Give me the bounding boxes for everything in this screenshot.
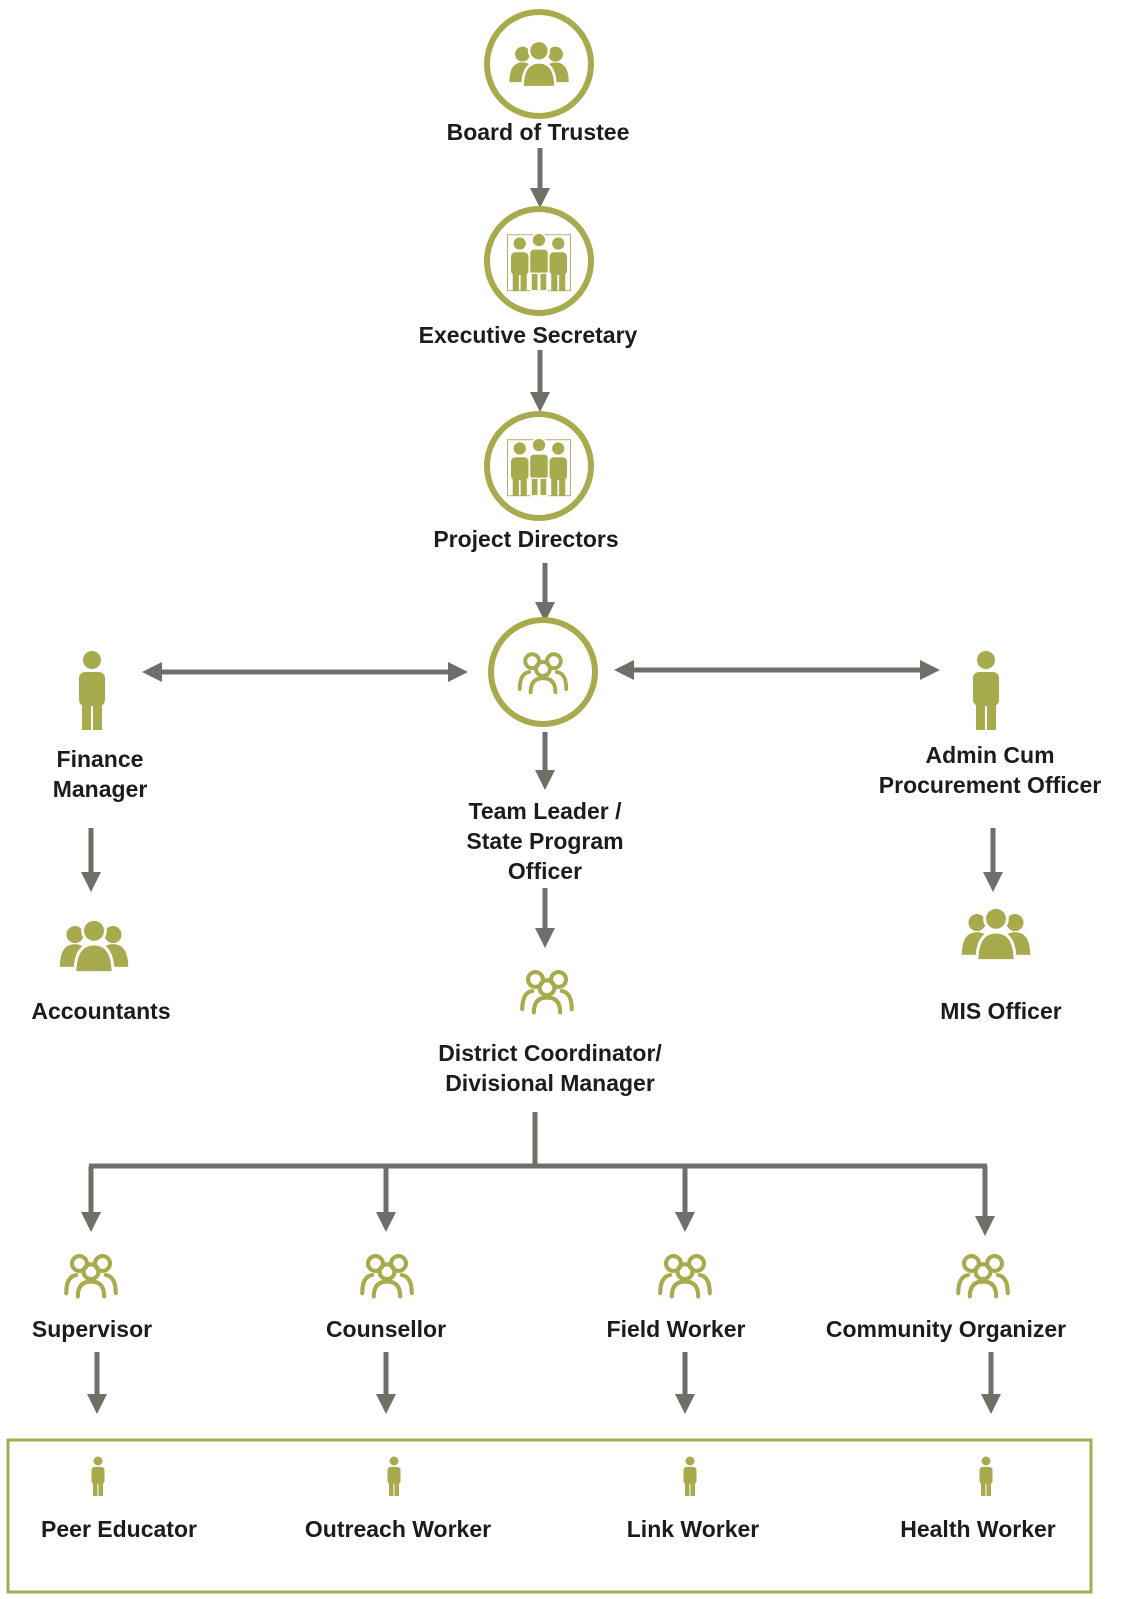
label-mis-officer: MIS Officer — [940, 998, 1062, 1024]
label-finance-manager-line2: Manager — [52, 776, 148, 802]
label-finance-manager: Finance Manager — [10, 744, 190, 804]
person-icon — [79, 651, 105, 730]
outline-group-icon — [660, 1256, 710, 1296]
person-icon — [387, 1456, 401, 1496]
label-district-coordinator: District Coordinator/ Divisional Manager — [400, 1038, 700, 1098]
person-icon — [683, 1456, 697, 1496]
label-team-leader: Team Leader / State Program Officer — [430, 796, 660, 886]
team-leader-icon-ring — [488, 617, 598, 727]
label-community-organizer: Community Organizer — [825, 1316, 1067, 1342]
label-district-coordinator-line1: District Coordinator/ — [438, 1040, 662, 1066]
label-peer-educator: Peer Educator — [41, 1516, 197, 1542]
person-icon — [979, 1456, 993, 1496]
label-team-leader-line3: Officer — [507, 858, 583, 884]
group-icon — [58, 917, 130, 975]
label-executive-secretary: Executive Secretary — [418, 322, 638, 348]
label-board-of-trustee: Board of Trustee — [446, 119, 630, 145]
label-supervisor: Supervisor — [31, 1316, 153, 1342]
label-admin-procurement-line1: Admin Cum — [925, 742, 1055, 768]
person-icon — [91, 1456, 105, 1496]
label-project-directors: Project Directors — [433, 526, 619, 552]
label-team-leader-line2: State Program — [466, 828, 624, 854]
label-accountants: Accountants — [31, 998, 171, 1024]
outline-group-icon — [522, 972, 572, 1012]
label-counsellor: Counsellor — [325, 1316, 447, 1342]
outline-group-icon — [958, 1256, 1008, 1296]
outline-group-icon — [66, 1256, 116, 1296]
label-field-worker: Field Worker — [606, 1316, 746, 1342]
group-icon — [960, 905, 1032, 963]
label-outreach-worker: Outreach Worker — [304, 1516, 492, 1542]
label-district-coordinator-line2: Divisional Manager — [445, 1070, 655, 1096]
person-icon — [973, 651, 999, 730]
label-admin-procurement-line2: Procurement Officer — [878, 772, 1102, 798]
outline-group-icon — [362, 1256, 412, 1296]
community-roles-box — [6, 1438, 1093, 1594]
label-finance-manager-line1: Finance — [56, 746, 144, 772]
label-admin-procurement: Admin Cum Procurement Officer — [860, 740, 1120, 800]
label-team-leader-line1: Team Leader / — [468, 798, 622, 824]
label-health-worker: Health Worker — [900, 1516, 1056, 1542]
label-link-worker: Link Worker — [626, 1516, 760, 1542]
